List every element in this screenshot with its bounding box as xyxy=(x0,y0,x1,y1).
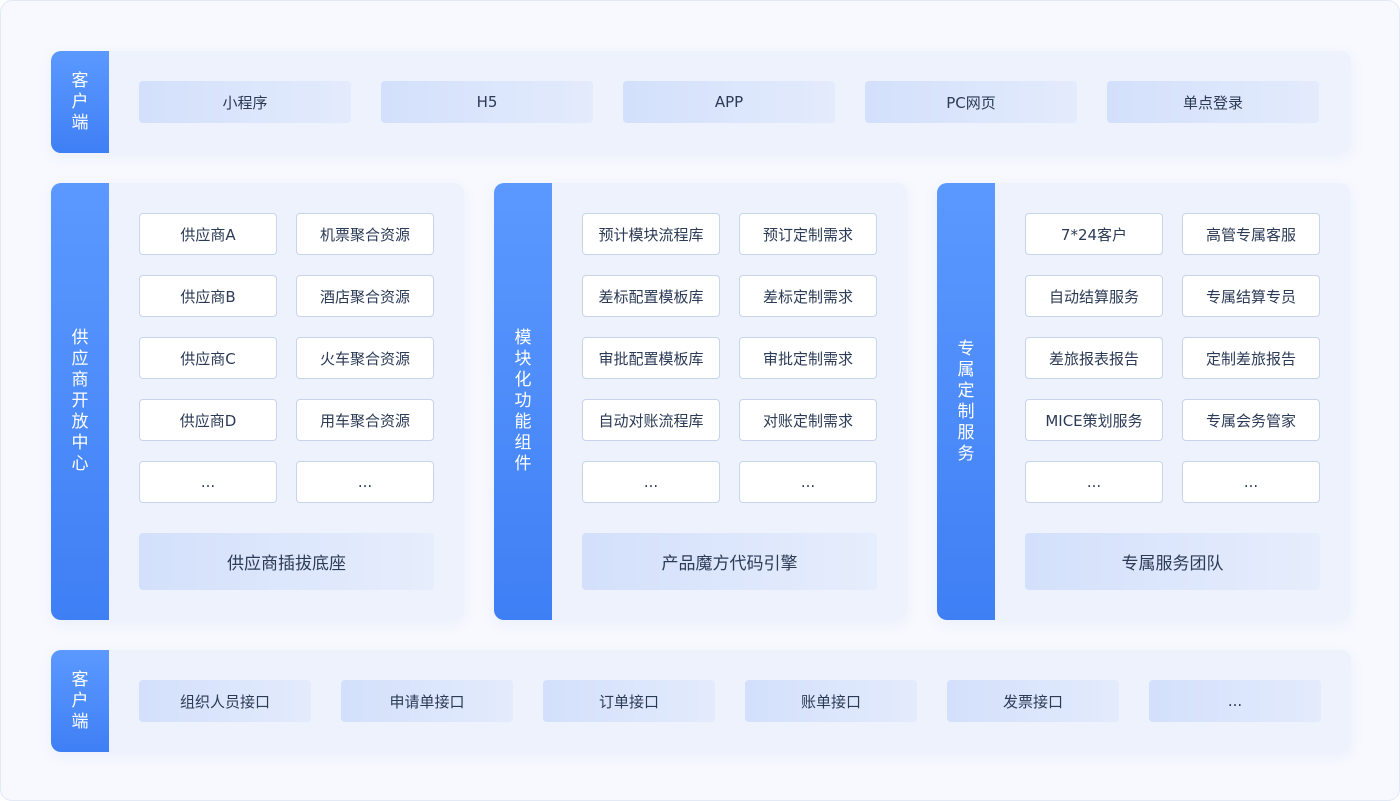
top-layer-panel: 客户端 小程序 H5 APP PC网页 单点登录 xyxy=(51,51,1351,153)
grid-cell: 火车聚合资源 xyxy=(296,337,434,379)
top-layer-label: 客户端 xyxy=(51,51,109,153)
code-engine-base: 产品魔方代码引擎 xyxy=(582,533,877,590)
grid-cell: 7*24客户 xyxy=(1025,213,1163,255)
modular-components-panel: 模块化功能组件 预计模块流程库 预订定制需求 差标配置模板库 差标定制需求 审批… xyxy=(494,183,907,620)
bottom-item-more: ... xyxy=(1149,680,1321,722)
grid-cell: 供应商B xyxy=(139,275,277,317)
service-team-base: 专属服务团队 xyxy=(1025,533,1320,590)
custom-service-panel: 专属定制服务 7*24客户 高管专属客服 自动结算服务 专属结算专员 差旅报表报… xyxy=(937,183,1350,620)
bottom-item-invoice-api: 发票接口 xyxy=(947,680,1119,722)
grid-cell: 审批定制需求 xyxy=(739,337,877,379)
grid-cell: ... xyxy=(1182,461,1320,503)
grid-cell: 酒店聚合资源 xyxy=(296,275,434,317)
grid-cell: 预计模块流程库 xyxy=(582,213,720,255)
supplier-center-panel: 供应商开放中心 供应商A 机票聚合资源 供应商B 酒店聚合资源 供应商C 火车聚… xyxy=(51,183,464,620)
grid-cell: 审批配置模板库 xyxy=(582,337,720,379)
grid-cell: ... xyxy=(739,461,877,503)
grid-cell: ... xyxy=(296,461,434,503)
supplier-center-label: 供应商开放中心 xyxy=(51,183,109,620)
grid-cell: 供应商C xyxy=(139,337,277,379)
grid-cell: ... xyxy=(1025,461,1163,503)
modular-components-label: 模块化功能组件 xyxy=(494,183,552,620)
custom-service-label: 专属定制服务 xyxy=(937,183,995,620)
grid-cell: 对账定制需求 xyxy=(739,399,877,441)
grid-cell: 高管专属客服 xyxy=(1182,213,1320,255)
bottom-item-org-api: 组织人员接口 xyxy=(139,680,311,722)
grid-cell: 自动结算服务 xyxy=(1025,275,1163,317)
bottom-layer-label: 客户端 xyxy=(51,650,109,752)
custom-service-label-text: 专属定制服务 xyxy=(957,338,975,464)
grid-cell: 差旅报表报告 xyxy=(1025,337,1163,379)
top-item-pc-web: PC网页 xyxy=(865,81,1077,123)
supplier-center-label-text: 供应商开放中心 xyxy=(71,328,89,474)
grid-cell: 供应商A xyxy=(139,213,277,255)
bottom-item-request-api: 申请单接口 xyxy=(341,680,513,722)
grid-cell: MICE策划服务 xyxy=(1025,399,1163,441)
grid-cell: ... xyxy=(139,461,277,503)
bottom-item-bill-api: 账单接口 xyxy=(745,680,917,722)
top-item-sso: 单点登录 xyxy=(1107,81,1319,123)
grid-cell: 定制差旅报告 xyxy=(1182,337,1320,379)
bottom-layer-label-text: 客户端 xyxy=(71,669,89,732)
grid-cell: 自动对账流程库 xyxy=(582,399,720,441)
supplier-base: 供应商插拔底座 xyxy=(139,533,434,590)
top-item-app: APP xyxy=(623,81,835,123)
grid-cell: 差标定制需求 xyxy=(739,275,877,317)
grid-cell: 用车聚合资源 xyxy=(296,399,434,441)
bottom-item-order-api: 订单接口 xyxy=(543,680,715,722)
grid-cell: ... xyxy=(582,461,720,503)
top-item-h5: H5 xyxy=(381,81,593,123)
grid-cell: 专属结算专员 xyxy=(1182,275,1320,317)
modular-components-label-text: 模块化功能组件 xyxy=(514,328,532,474)
grid-cell: 专属会务管家 xyxy=(1182,399,1320,441)
grid-cell: 差标配置模板库 xyxy=(582,275,720,317)
grid-cell: 预订定制需求 xyxy=(739,213,877,255)
grid-cell: 供应商D xyxy=(139,399,277,441)
bottom-layer-panel: 客户端 组织人员接口 申请单接口 订单接口 账单接口 发票接口 ... xyxy=(51,650,1351,752)
grid-cell: 机票聚合资源 xyxy=(296,213,434,255)
top-item-mini-program: 小程序 xyxy=(139,81,351,123)
top-layer-label-text: 客户端 xyxy=(71,70,89,133)
